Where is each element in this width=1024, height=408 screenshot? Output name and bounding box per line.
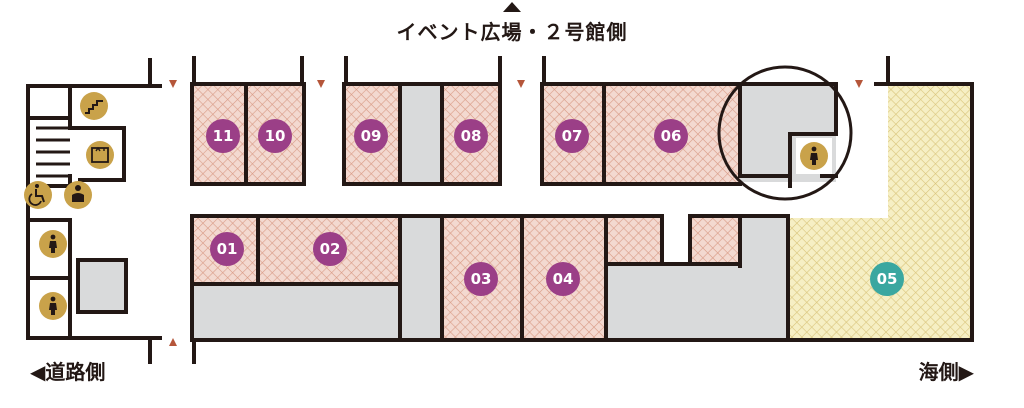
service-area [606,264,788,338]
booth-number: 09 [361,127,382,145]
booth-number: 01 [217,240,238,258]
stairs [36,126,70,178]
restroom-icon [39,230,67,258]
booth-number: 08 [461,127,482,145]
booth-number: 03 [471,270,492,288]
service-area [400,218,442,338]
service-area [192,286,400,338]
booth-number: 06 [661,127,682,145]
booth-badge: 10 [258,119,292,153]
booth-badge: 03 [464,262,498,296]
nursing-room-icon [64,181,92,209]
service-area [78,260,126,312]
restroom-icon [39,292,67,320]
restroom-icon [796,138,832,174]
booth-badge: 02 [313,232,347,266]
booth-badge: 11 [206,119,240,153]
direction-right-text: 海側 [918,360,959,384]
elevator-icon [86,141,114,169]
booth-badge: 04 [546,262,580,296]
direction-top-label: イベント広場・２号館側 [396,20,628,44]
booth-badge: 06 [654,119,688,153]
booth-badge: 09 [354,119,388,153]
arrow-up-icon [503,2,521,12]
booth-badge: 05 [870,262,904,296]
stairs-icon [80,92,108,120]
walls [26,56,974,364]
booth-number: 07 [562,127,583,145]
service-area [740,218,788,268]
entrance-markers [169,80,863,346]
booth-number: 10 [265,127,286,145]
booth-number: 11 [213,127,234,145]
area-05 [788,86,972,338]
booth-badge: 01 [210,232,244,266]
restroom-highlight-circle [717,65,853,201]
booth-number: 02 [320,240,341,258]
booth-strip-area [606,218,662,264]
booth-strip-area [692,218,738,264]
service-area [400,86,442,182]
wheelchair-icon [24,181,52,209]
booth-badge: 07 [555,119,589,153]
booth-number: 05 [877,270,898,288]
booth-badge: 08 [454,119,488,153]
direction-left-label: ◀道路側 [30,360,106,384]
booth-number: 04 [553,270,574,288]
arrow-right-icon: ▶ [958,360,974,384]
direction-right-label: 海側▶ [919,356,974,385]
